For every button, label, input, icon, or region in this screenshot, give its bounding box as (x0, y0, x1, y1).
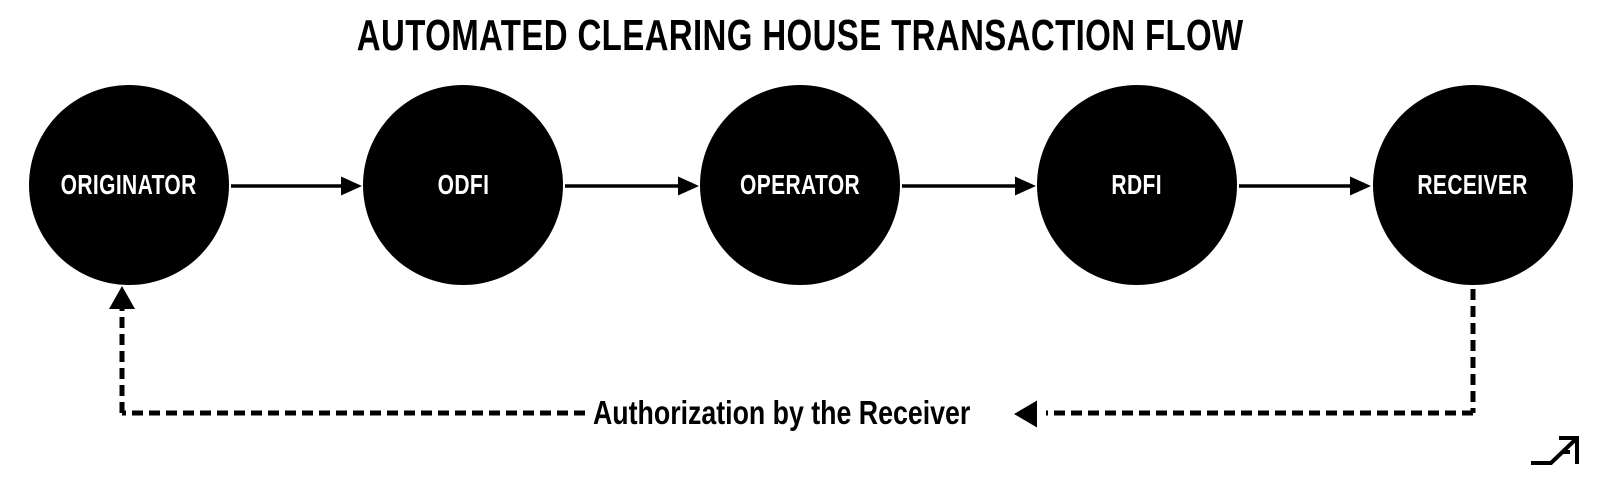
node-operator: OPERATOR (700, 85, 900, 285)
arrow-originator-to-odfi (231, 176, 362, 196)
diagram-title: AUTOMATED CLEARING HOUSE TRANSACTION FLO… (0, 10, 1600, 62)
node-operator-label: OPERATOR (739, 169, 861, 200)
feedback-label-text: Authorization by the Receiver (593, 394, 971, 431)
feedback-label: Authorization by the Receiver (593, 391, 1059, 435)
node-rdfi-label: RDFI (1111, 169, 1163, 200)
node-originator: ORIGINATOR (29, 85, 229, 285)
brand-arrow-logo-icon (1531, 436, 1579, 465)
arrow-operator-to-rdfi (902, 176, 1036, 196)
up-arrowhead-icon (109, 286, 135, 309)
node-rdfi: RDFI (1037, 85, 1237, 285)
node-originator-label: ORIGINATOR (61, 169, 197, 200)
node-receiver: RECEIVER (1373, 85, 1573, 285)
diagram-title-text: AUTOMATED CLEARING HOUSE TRANSACTION FLO… (356, 11, 1244, 60)
node-odfi: ODFI (363, 85, 563, 285)
arrow-odfi-to-operator (565, 176, 699, 196)
node-odfi-label: ODFI (437, 169, 489, 200)
arrow-rdfi-to-receiver (1239, 176, 1371, 196)
node-receiver-label: RECEIVER (1417, 169, 1529, 200)
